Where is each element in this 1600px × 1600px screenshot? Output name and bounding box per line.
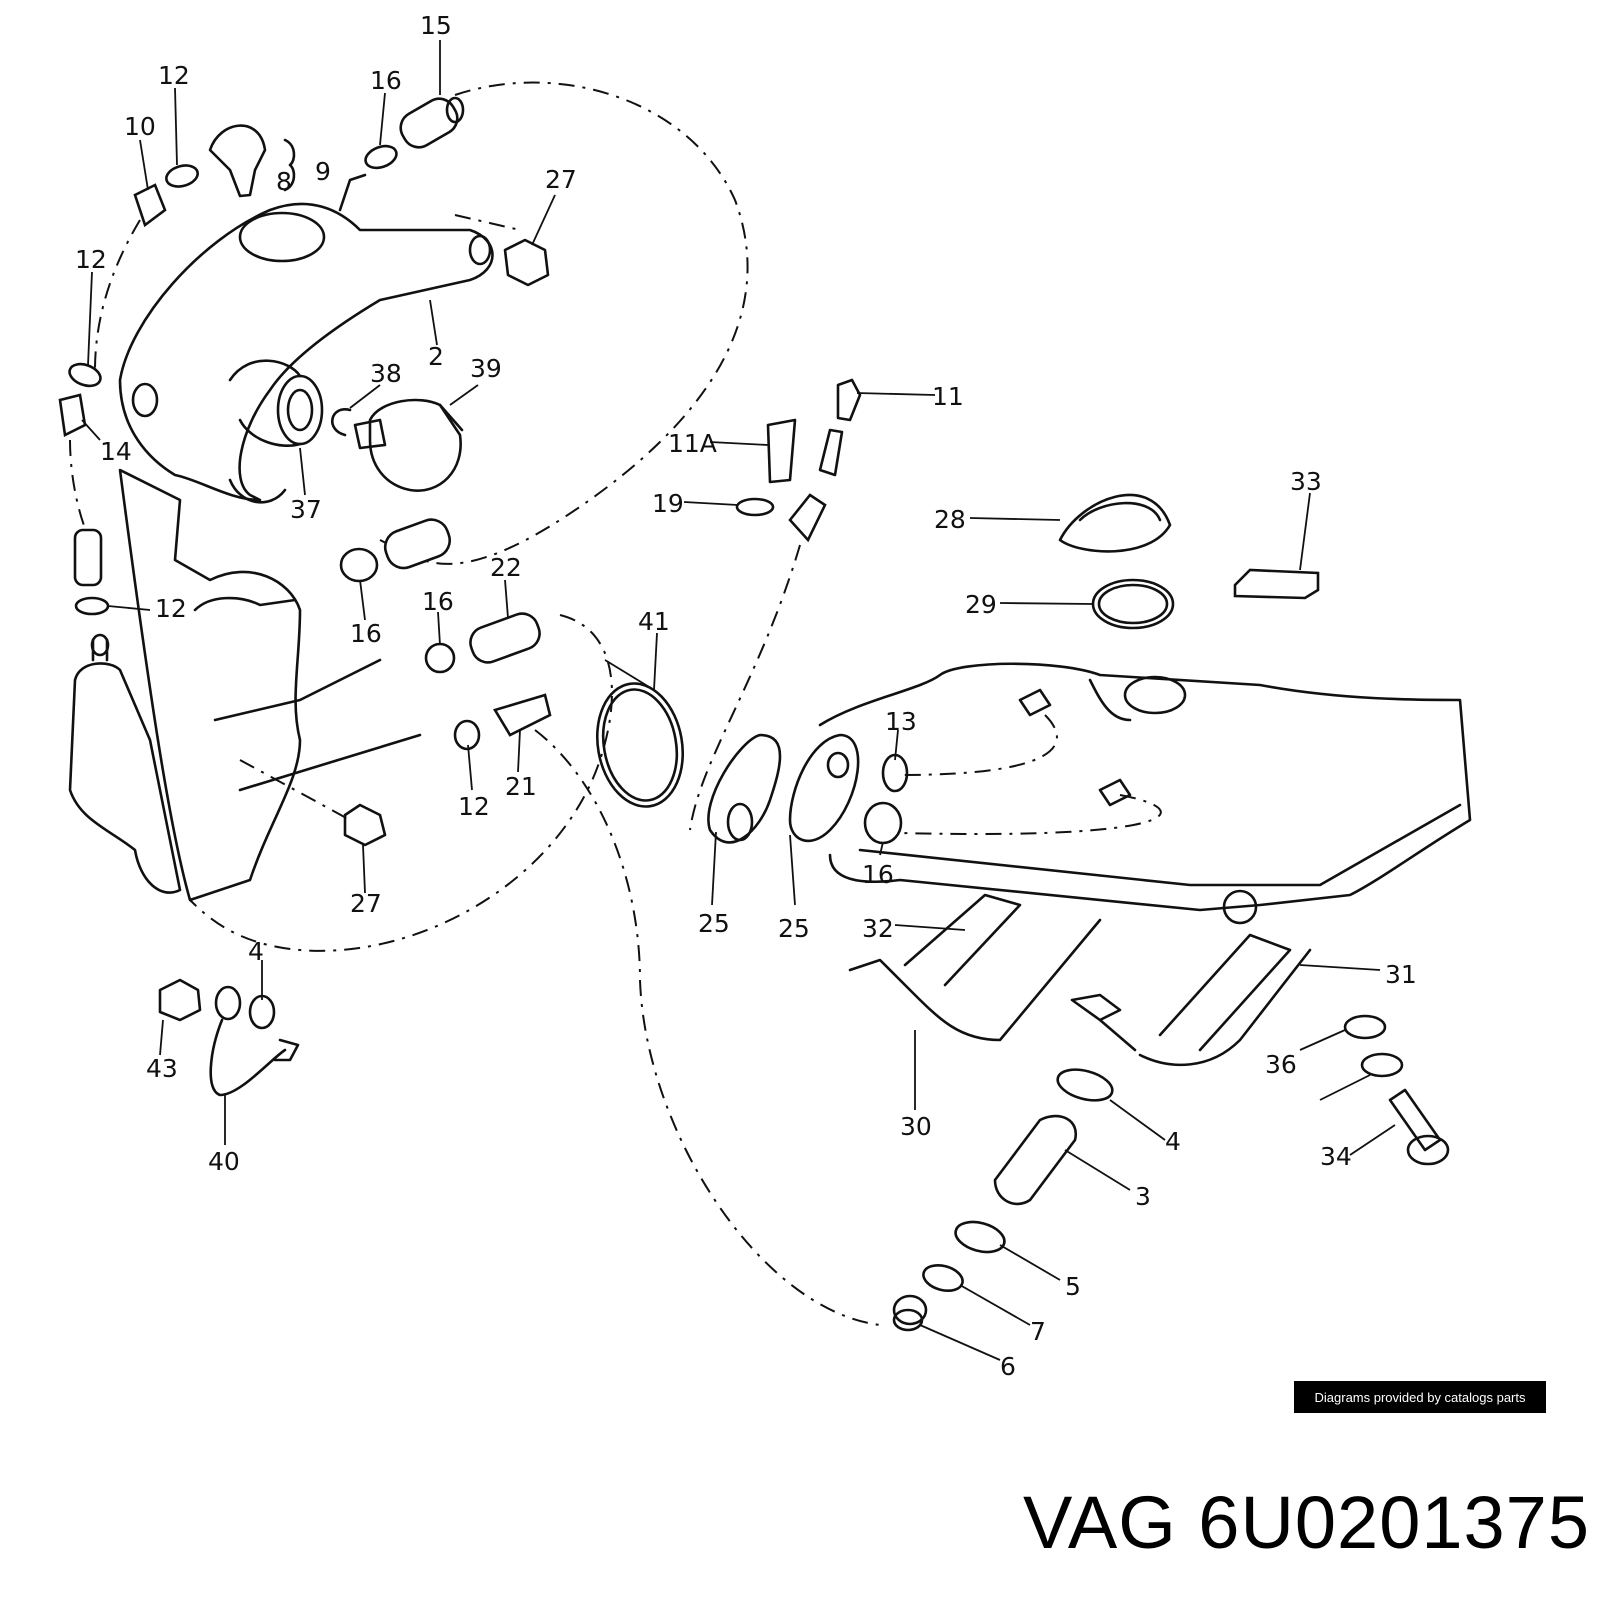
callout-40: 40 [208,1147,240,1176]
hose-21 [493,693,552,737]
valve-11 [818,378,862,477]
bracket-9 [283,138,296,192]
callout-16: 16 [422,587,454,616]
hose-3 [993,1114,1078,1206]
callout-19: 19 [652,489,684,518]
diagram-credit: Diagrams provided by catalogs parts [1294,1381,1546,1413]
callout-22: 22 [490,553,522,582]
ground-cable-40 [209,1018,300,1097]
leader-lines [81,40,1396,1361]
callout-3: 3 [1135,1182,1151,1211]
callout-14: 14 [100,437,132,466]
bolt-34 [1388,1088,1450,1166]
hose-14 [58,393,87,437]
callout-38: 38 [370,359,402,388]
band-clamp-41 [595,682,685,808]
cap-11A [766,418,797,484]
callout-27: 27 [350,889,382,918]
plug-6 [892,1294,928,1332]
callout-16: 16 [862,860,894,889]
nut-43 [158,978,202,1022]
callout-41: 41 [638,607,670,636]
callout-25: 25 [698,909,730,938]
hose-left [73,528,103,587]
callout-12: 12 [158,61,190,90]
nut-27-top [503,238,550,287]
hoses [58,96,1078,1206]
callout-4: 4 [1165,1127,1181,1156]
callout-29: 29 [965,590,997,619]
filler-pipe [228,359,324,447]
callout-37: 37 [290,495,322,524]
callout-36: 36 [1265,1050,1297,1079]
callout-12: 12 [458,792,490,821]
callout-32: 32 [862,914,894,943]
fuel-tank [818,662,1472,925]
reservoir-cap [353,398,464,492]
callout-31: 31 [1385,960,1417,989]
callout-43: 43 [146,1054,178,1083]
pump-flanges [707,733,860,844]
callout-labels: 15 12 16 10 8 9 27 12 2 38 39 14 37 11 1… [75,11,1417,1381]
callout-10: 10 [124,112,156,141]
callout-4: 4 [248,937,264,966]
callout-11A: 11A [668,429,717,458]
ring-38 [330,408,352,437]
callout-21: 21 [505,772,537,801]
callout-9: 9 [315,157,331,186]
clamps [68,144,1404,1292]
callout-7: 7 [1030,1317,1046,1346]
washer-reservoir [68,468,422,902]
callout-34: 34 [1320,1142,1352,1171]
pump-seal-28 [1058,493,1172,553]
callout-27: 27 [545,165,577,194]
nut-27-lower [343,803,387,847]
foam-pad-33 [1233,568,1320,600]
callout-8: 8 [276,167,292,196]
breather-8 [208,124,267,198]
callout-25: 25 [778,914,810,943]
callout-11: 11 [932,382,964,411]
callout-6: 6 [1000,1352,1016,1381]
callout-12: 12 [155,594,187,623]
tank-straps [848,893,1312,1067]
callout-30: 30 [900,1112,932,1141]
hose-22 [469,612,541,664]
part-number-title: VAG 6U0201375 [1022,1481,1590,1564]
callout-28: 28 [934,505,966,534]
hose-upper-mid [383,518,452,570]
callout-13: 13 [885,707,917,736]
seal-ring-29 [1091,578,1175,630]
callout-5: 5 [1065,1272,1081,1301]
routing-lines [69,81,881,1326]
callout-12: 12 [75,245,107,274]
callout-39: 39 [470,354,502,383]
callout-2: 2 [428,342,444,371]
callout-16: 16 [350,619,382,648]
reservoir-bracket [118,173,494,504]
hose-10 [133,183,167,228]
hose-15 [399,96,465,149]
callout-16: 16 [370,66,402,95]
hose-19-sleeve [788,493,827,543]
callout-33: 33 [1290,467,1322,496]
callout-15: 15 [420,11,452,40]
